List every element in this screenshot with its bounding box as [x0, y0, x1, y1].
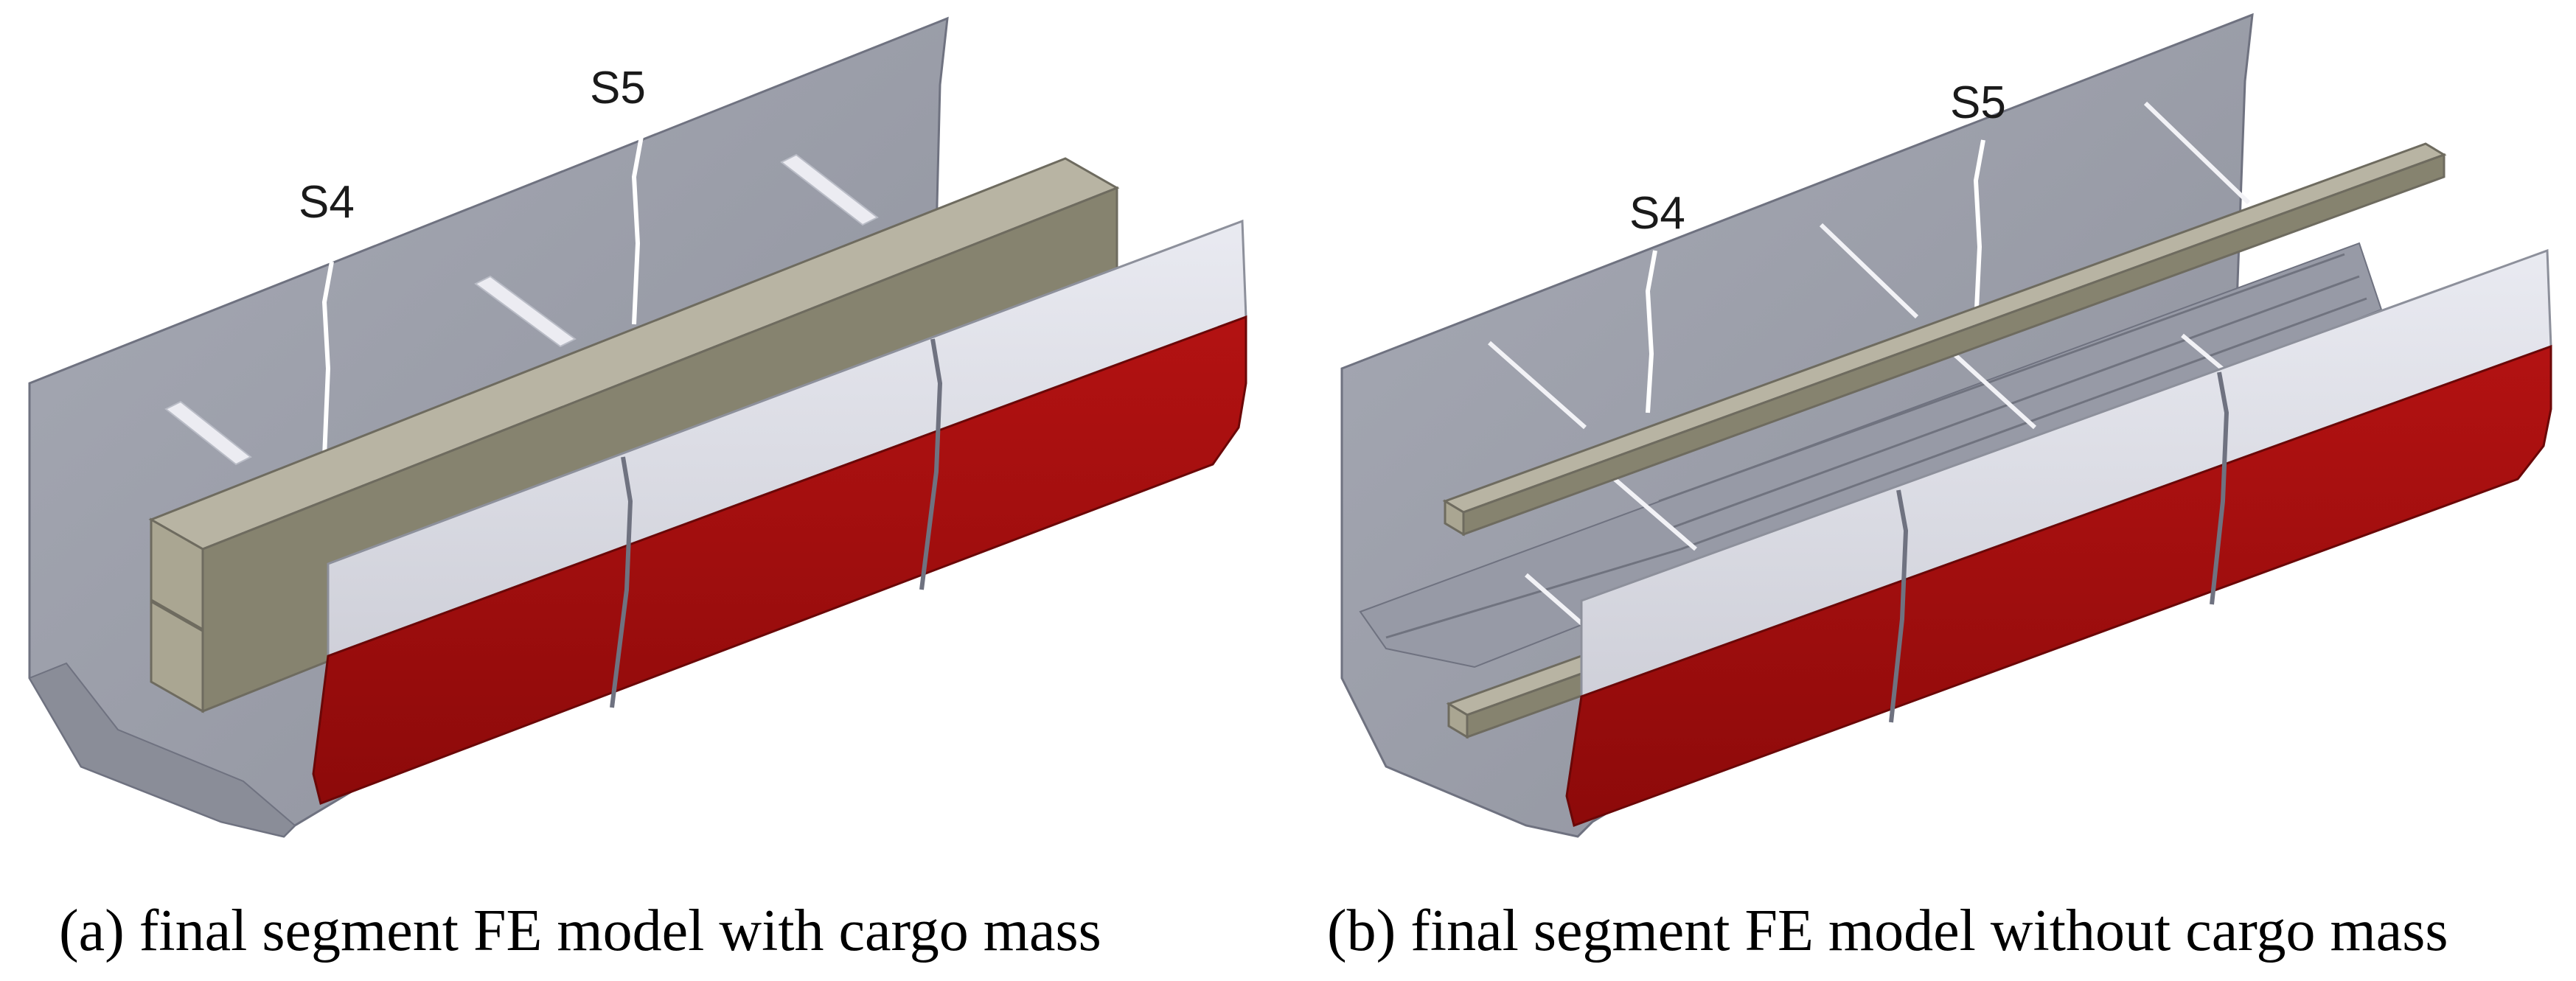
panel-b-label-s4: S4 [1629, 188, 1685, 239]
panel-b-label-s5: S5 [1950, 77, 2006, 128]
panel-b-s4-cut-line [1645, 250, 1657, 413]
panel-b-bottom-shell [1565, 344, 2552, 827]
panel-a-model: S4 S5 [28, 16, 1247, 838]
panel-a-segment-joints [610, 338, 943, 708]
panel-a-inner-floor [28, 662, 296, 838]
panel-a-bottom-shell [312, 315, 1247, 806]
panel-a-s4-cut-line [321, 261, 334, 458]
panel-b-upper-beam [1442, 142, 2447, 537]
panel-a-s5-cut-line [631, 136, 644, 325]
panel-a-caption: (a) final segment FE model with cargo ma… [59, 898, 1101, 963]
panel-a-label-s4: S4 [299, 177, 355, 228]
panel-a-label-s5: S5 [590, 63, 646, 114]
panel-b-segment-joints [1889, 371, 2229, 723]
panel-b-transverse-frames [1488, 101, 2251, 629]
panel-b-s5-cut-line [1973, 139, 1985, 325]
panel-b-model: S4 S5 [1340, 13, 2552, 838]
panel-b-caption: (b) final segment FE model without cargo… [1327, 898, 2448, 963]
panel-b-lower-beam [1446, 654, 1603, 739]
panel-b-longitudinal-stiffeners [1385, 253, 2367, 639]
